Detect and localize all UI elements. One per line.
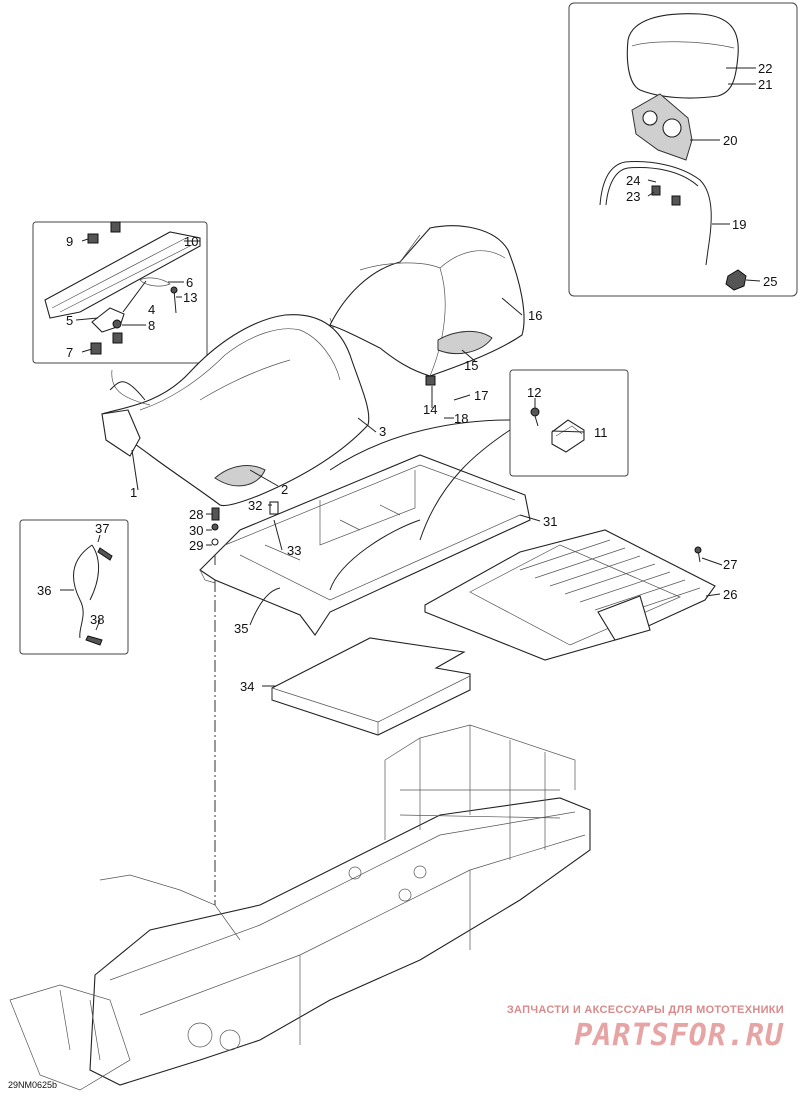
callout-4: 4: [148, 302, 155, 317]
callout-13: 13: [183, 290, 197, 305]
cable-part: [73, 544, 113, 646]
pad-part: [271, 637, 471, 736]
callout-27: 27: [723, 557, 737, 572]
hinge-bracket-part: [44, 221, 201, 355]
callout-16: 16: [528, 308, 542, 323]
detail-box-hinge-plate: [509, 369, 629, 477]
hinge-plate-part: [530, 407, 585, 453]
callout-32: 32: [248, 498, 262, 513]
callout-25: 25: [763, 274, 777, 289]
callout-30: 30: [189, 523, 203, 538]
callout-21: 21: [758, 77, 772, 92]
callout-33: 33: [287, 543, 301, 558]
storage-compartment-part: [329, 225, 525, 386]
drawing-code-label: 29NM0625b: [8, 1080, 58, 1090]
callout-29: 29: [189, 538, 203, 553]
cargo-rack-part: [424, 529, 716, 661]
callout-14: 14: [423, 402, 437, 417]
callout-31: 31: [543, 514, 557, 529]
callout-3: 3: [379, 424, 386, 439]
callout-22: 22: [758, 61, 772, 76]
callout-34: 34: [240, 679, 254, 694]
leader-lines: [60, 67, 761, 687]
watermark: ЗАПЧАСТИ И АКСЕССУАРЫ ДЛЯ МОТОТЕХНИКИ PA…: [464, 1004, 784, 1053]
callout-12: 12: [527, 385, 541, 400]
callout-1: 1: [130, 485, 137, 500]
callout-35: 35: [234, 621, 248, 636]
backrest-part: [599, 13, 747, 291]
callout-18: 18: [454, 411, 468, 426]
callout-10: 10: [184, 234, 198, 249]
callout-36: 36: [37, 583, 51, 598]
callout-38: 38: [90, 612, 104, 627]
seat-base-frame-part: [199, 454, 531, 636]
callout-6: 6: [186, 275, 193, 290]
watermark-tagline: ЗАПЧАСТИ И АКСЕССУАРЫ ДЛЯ МОТОТЕХНИКИ: [506, 1004, 784, 1016]
callout-15: 15: [464, 358, 478, 373]
detail-box-backrest: [568, 2, 798, 297]
callout-7: 7: [66, 345, 73, 360]
chassis-frame-part: [9, 724, 591, 1091]
callout-26: 26: [723, 587, 737, 602]
callout-11: 11: [594, 425, 608, 440]
callout-24: 24: [626, 173, 640, 188]
callout-5: 5: [66, 313, 73, 328]
callout-2: 2: [281, 482, 288, 497]
callout-19: 19: [732, 217, 746, 232]
callout-37: 37: [95, 521, 109, 536]
callout-28: 28: [189, 507, 203, 522]
seat-part: [101, 314, 370, 507]
callout-17: 17: [474, 388, 488, 403]
detail-box-cable: [19, 519, 129, 655]
callout-9: 9: [66, 234, 73, 249]
callout-20: 20: [723, 133, 737, 148]
callout-8: 8: [148, 318, 155, 333]
watermark-logo: PARTSFOR.RU: [574, 1018, 784, 1053]
callout-23: 23: [626, 189, 640, 204]
